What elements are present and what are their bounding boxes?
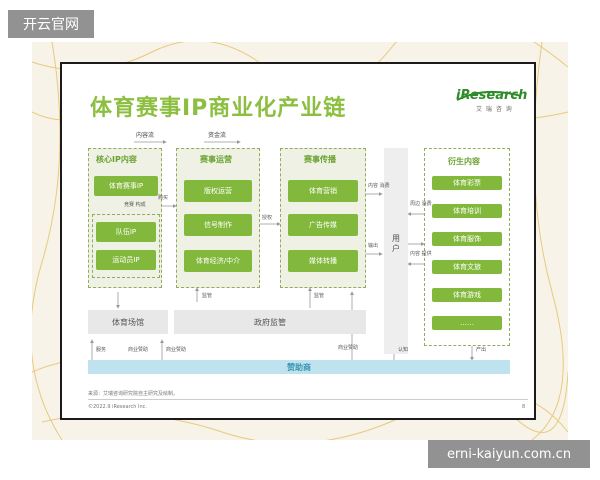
watermark-right: erni-kaiyun.com.cn (428, 440, 590, 468)
ops-item-agency: 体育经济/中介 (184, 250, 252, 272)
core-ip-title: 核心IP内容 (96, 155, 137, 164)
capital-flow-label: 资金流 (208, 132, 227, 139)
broadcast-item-media: 媒体转播 (288, 250, 358, 272)
user-label: 用户 (392, 234, 400, 253)
deriv-item-games: 体育游戏 (432, 288, 502, 302)
slide: 体育赛事IP商业化产业链 iResearch 艾 瑞 咨 询 (60, 62, 536, 420)
ops-title: 赛事运营 (200, 155, 232, 164)
user-bar (384, 148, 408, 354)
deriv-panel (424, 148, 510, 346)
watermark-left: 开云官网 (8, 10, 94, 38)
footer-copyright: ©2022.9 iResearch Inc. (88, 404, 147, 410)
edge-service: 服务 (96, 347, 107, 353)
edge-output: 输出 (368, 243, 379, 249)
edge-supervise-1: 监管 (202, 293, 213, 299)
gov-box: 政府监管 (174, 310, 366, 334)
core-item-athlete-ip: 运动员IP (96, 250, 156, 270)
broadcast-title: 赛事传播 (304, 155, 336, 164)
broadcast-item-ads: 广告传媒 (288, 214, 358, 236)
edge-supervise-2: 监管 (314, 293, 325, 299)
sponsor-bar: 赞助商 (88, 360, 510, 374)
label-compete: 竞赛 构成 (124, 202, 146, 208)
edge-authorize: 授权 (262, 215, 273, 221)
footer-source: 来源：艾瑞咨询研究院自主研究及绘制。 (88, 391, 179, 397)
deriv-item-tourism: 体育文旅 (432, 260, 502, 274)
deriv-item-apparel: 体育服饰 (432, 232, 502, 246)
footer-page: 8 (522, 404, 526, 410)
core-item-event-ip: 体育赛事IP (94, 176, 158, 196)
deriv-item-training: 体育培训 (432, 204, 502, 218)
edge-biz-sponsor-2: 商业赞助 (166, 347, 187, 353)
logo-brand: iResearch (456, 88, 528, 103)
iresearch-logo-icon (456, 90, 522, 101)
content-flow-label: 内容流 (136, 132, 155, 139)
edge-purchase: 购买 (158, 195, 169, 201)
edge-content-consume-3: 内容 提供 (410, 251, 432, 257)
logo-subtitle: 艾 瑞 咨 询 (476, 106, 513, 113)
edge-recognize: 认知 (398, 347, 409, 353)
deriv-title: 衍生内容 (448, 157, 480, 166)
broadcast-item-marketing: 体育营销 (288, 180, 358, 202)
ops-item-copyright: 版权运营 (184, 180, 252, 202)
venue-box: 体育场馆 (88, 310, 168, 334)
edge-biz-sponsor-1: 商业赞助 (128, 347, 149, 353)
core-item-team-ip: 队伍IP (96, 222, 156, 242)
deriv-item-lottery: 体育彩票 (432, 176, 502, 190)
slide-title: 体育赛事IP商业化产业链 (90, 96, 347, 121)
footer-divider (88, 399, 528, 400)
ops-item-signal: 信号制作 (184, 214, 252, 236)
edge-biz-sponsor-3: 商业赞助 (338, 345, 359, 351)
edge-content-consume-1: 内容 消费 (368, 183, 390, 189)
core-sub-panel (92, 214, 160, 278)
edge-output2: 产出 (476, 347, 487, 353)
deriv-item-more: …… (432, 316, 502, 330)
edge-content-consume-2: 周边 消费 (410, 201, 432, 207)
